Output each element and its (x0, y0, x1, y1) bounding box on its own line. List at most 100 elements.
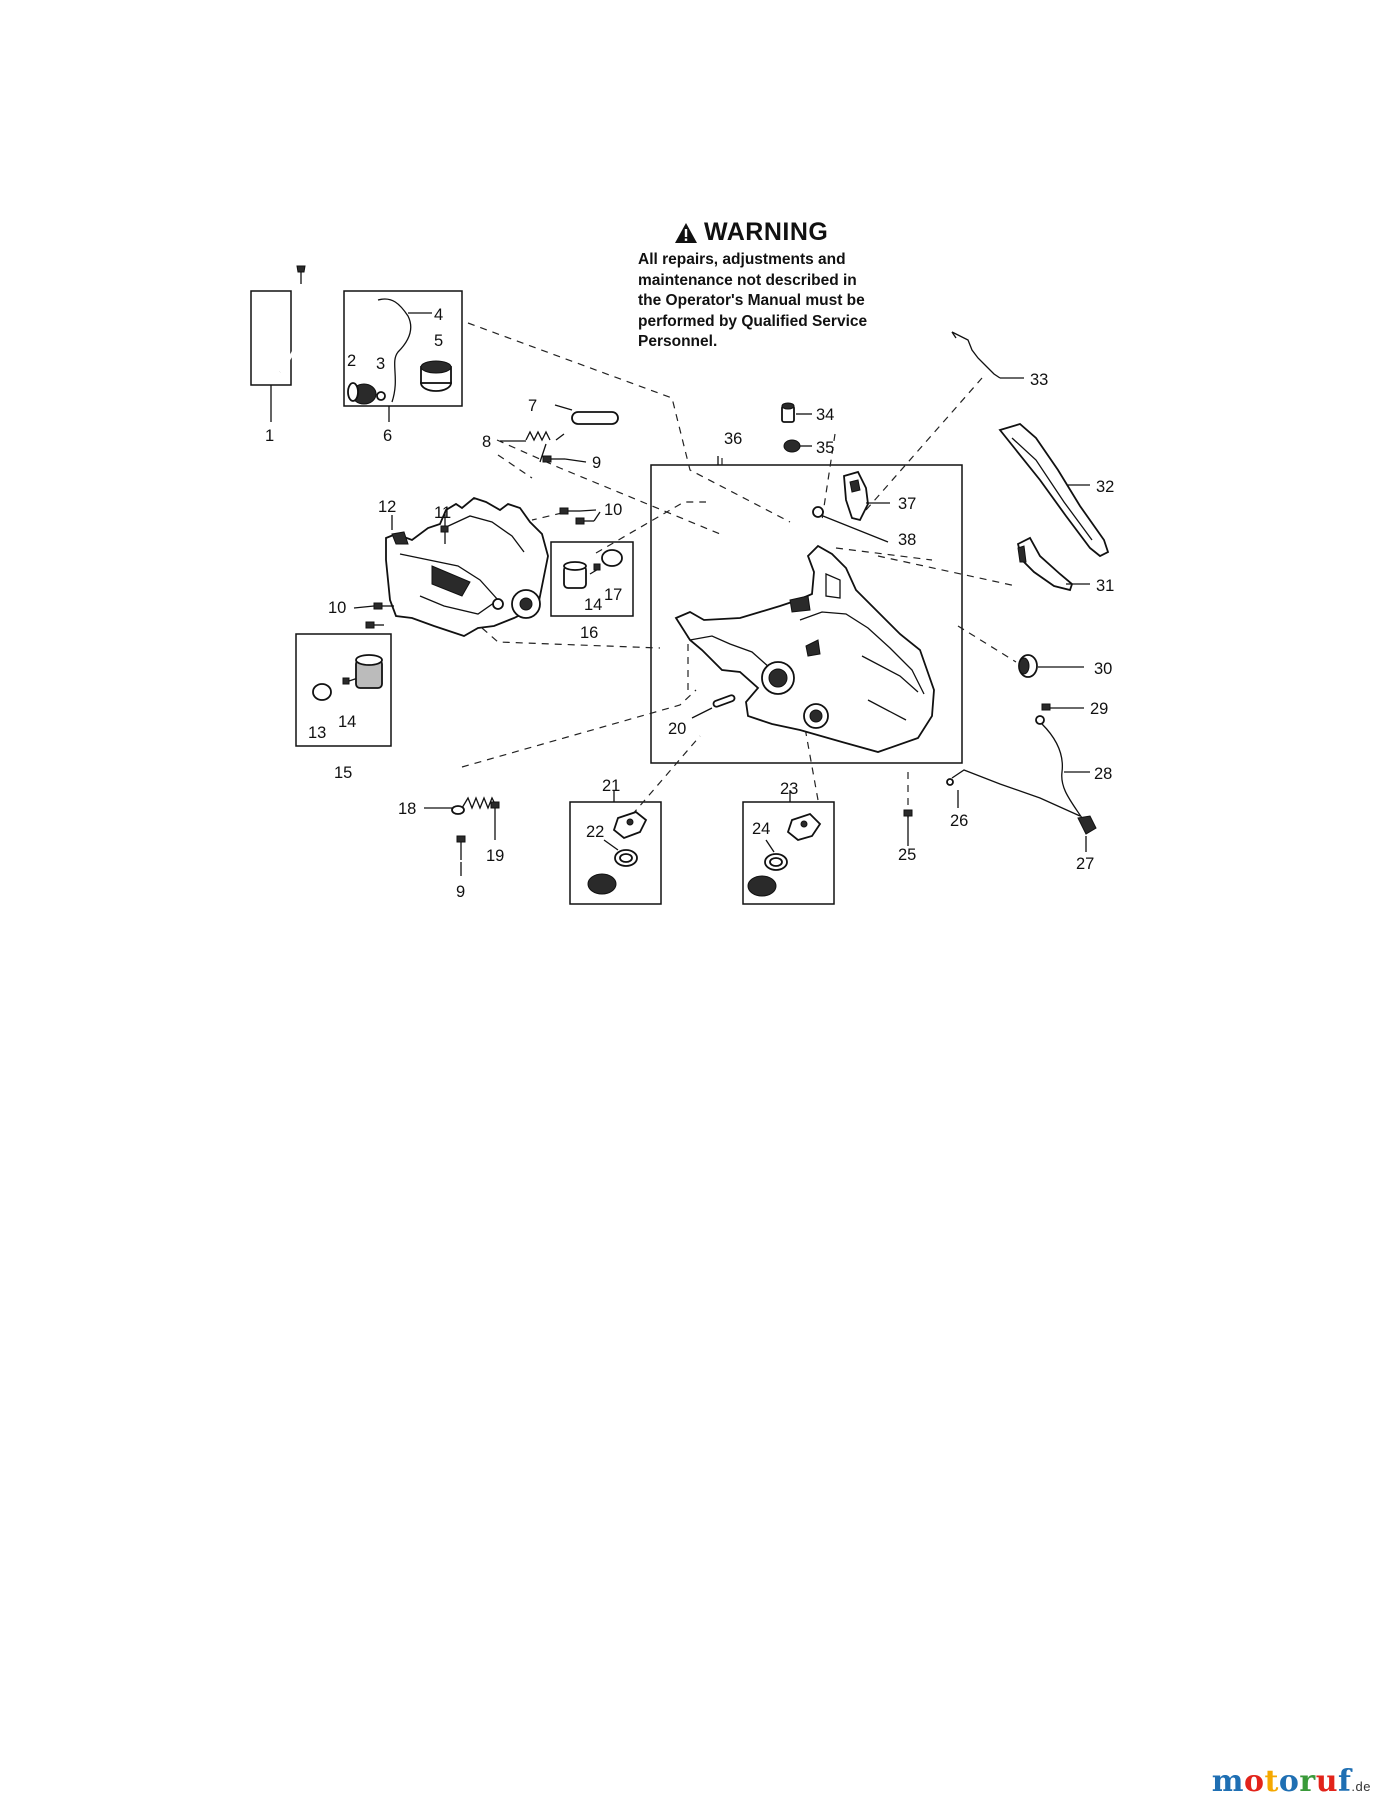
part-11-screw (440, 512, 449, 544)
part-30-knob (1018, 654, 1084, 678)
callout-13: 13 (308, 724, 326, 742)
part-28-cable (1035, 715, 1090, 819)
part-10-screws-upper (559, 507, 601, 525)
logo-suffix: .de (1351, 1779, 1371, 1794)
callout-27: 27 (1076, 855, 1094, 873)
logo-letter: t (1264, 1764, 1279, 1799)
warning-line: Personnel. (638, 333, 718, 350)
part-21-box (569, 801, 662, 905)
callout-8: 8 (482, 433, 491, 451)
part-38-washer (812, 506, 889, 543)
warning-line: maintenance not described in (638, 271, 857, 289)
warning-line: performed by Qualified Service (638, 312, 868, 330)
callout-38: 38 (898, 531, 916, 549)
part-19-screw (490, 801, 500, 840)
part-1-box (250, 290, 292, 386)
part-10-screws-lower (353, 602, 394, 629)
part-20-pin (691, 694, 736, 719)
callout-14-a: 14 (338, 713, 356, 731)
part-27-clip (1077, 815, 1097, 852)
warning-line: the Operator's Manual must be (638, 292, 865, 309)
callout-14-b: 14 (584, 596, 602, 614)
callout-36: 36 (724, 430, 742, 448)
warning-notice: WARNING All repairs, adjustments and mai… (638, 218, 938, 353)
logo-letter: o (1244, 1764, 1265, 1799)
part-7-grommet (554, 404, 619, 425)
callout-17: 17 (604, 586, 622, 604)
logo-letter: f (1338, 1764, 1352, 1799)
part-21-oil-cap-kit (587, 790, 648, 895)
callout-10-lower: 10 (328, 599, 346, 617)
warning-triangle-icon (675, 222, 697, 243)
part-25-screw (903, 809, 913, 846)
part-32-rear-handle (998, 422, 1110, 558)
part-35-grommet (783, 439, 812, 453)
callout-1: 1 (265, 427, 274, 445)
part-15-av-kit (312, 654, 383, 701)
callout-10-upper: 10 (604, 501, 622, 519)
callout-2: 2 (347, 352, 356, 370)
part-36-crankcase (674, 456, 935, 753)
logo-letter: m (1211, 1764, 1244, 1799)
callout-34: 34 (816, 406, 834, 424)
part-1-fuel-line (270, 265, 306, 422)
callout-18: 18 (398, 800, 416, 818)
part-12-chassis (385, 496, 549, 637)
callout-22: 22 (586, 823, 604, 841)
callout-24: 24 (752, 820, 770, 838)
callout-4: 4 (434, 306, 443, 324)
callout-19: 19 (486, 847, 504, 865)
part-36-box (650, 464, 963, 764)
callout-9-b: 9 (456, 883, 465, 901)
callout-29: 29 (1090, 700, 1108, 718)
warning-title-text: WARNING (704, 218, 829, 246)
assembly-dashed-lines (461, 322, 1017, 818)
callout-25: 25 (898, 846, 916, 864)
callout-28: 28 (1094, 765, 1112, 783)
part-23-fuel-cap-kit (747, 790, 822, 897)
part-9-screw-a (542, 455, 587, 463)
part-16-av-buffer (563, 549, 623, 589)
callout-11: 11 (434, 504, 451, 522)
callout-37: 37 (898, 495, 916, 513)
callout-16: 16 (580, 624, 598, 642)
callout-32: 32 (1096, 478, 1114, 496)
callout-21: 21 (602, 777, 620, 795)
part-34-fitting (781, 402, 812, 423)
part-33-link (951, 331, 1024, 379)
logo-letter: r (1299, 1764, 1316, 1799)
part-6-fuel-filter-kit (347, 298, 452, 422)
part-29-screw (1041, 703, 1084, 711)
part-15-box (295, 633, 392, 747)
callout-9-a: 9 (592, 454, 601, 472)
warning-title: WARNING (674, 218, 938, 247)
callout-7: 7 (528, 397, 537, 415)
part-9-screw-b (456, 835, 466, 876)
motoruf-watermark-logo: motoruf.de (1212, 1764, 1371, 1799)
warning-line: All repairs, adjustments and (638, 251, 846, 268)
part-6-box (343, 290, 463, 407)
part-37-bracket (843, 470, 890, 522)
callout-35: 35 (816, 439, 834, 457)
part-26-rod (946, 769, 1081, 817)
part-8-spring (500, 430, 565, 463)
warning-body: All repairs, adjustments and maintenance… (638, 250, 938, 353)
part-16-box (550, 541, 634, 617)
callout-30: 30 (1094, 660, 1112, 678)
callout-3: 3 (376, 355, 385, 373)
callout-5: 5 (434, 332, 443, 350)
callout-12: 12 (378, 498, 396, 516)
part-23-box (742, 801, 835, 905)
logo-letter: o (1278, 1764, 1300, 1799)
callout-20: 20 (668, 720, 686, 738)
callout-23: 23 (780, 780, 798, 798)
callout-33: 33 (1030, 371, 1048, 389)
callout-31: 31 (1096, 577, 1114, 595)
part-31-handle-half (1016, 536, 1090, 592)
callout-15: 15 (334, 764, 352, 782)
part-18-spring (424, 796, 497, 815)
callout-6: 6 (383, 427, 392, 445)
logo-letter: u (1315, 1764, 1339, 1799)
callout-26: 26 (950, 812, 968, 830)
